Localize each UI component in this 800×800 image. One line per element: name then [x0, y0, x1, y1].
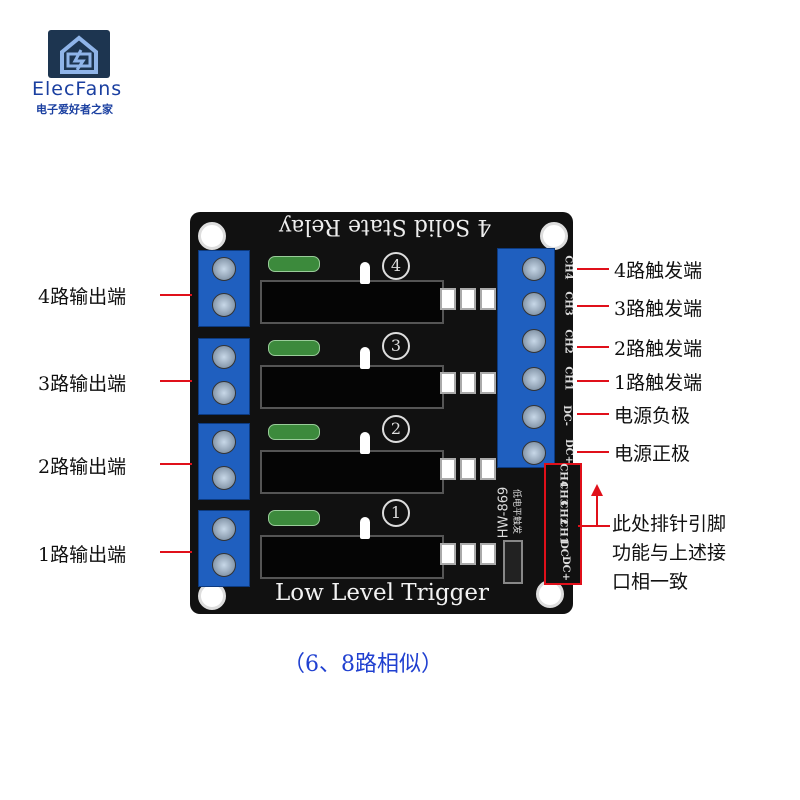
- header-note: 口相一致: [612, 571, 689, 593]
- varistor: [268, 510, 320, 526]
- input-terminal-block: [497, 248, 555, 468]
- led: [360, 347, 370, 369]
- input-label: 电源负极: [614, 405, 691, 427]
- channel-number: 2: [382, 415, 410, 443]
- input-label: 电源正极: [614, 443, 691, 465]
- channel-number: 1: [382, 499, 410, 527]
- led: [360, 517, 370, 539]
- input-label: 4路触发端: [614, 260, 703, 282]
- output-label-2: 2路输出端: [38, 456, 127, 478]
- model-sublabel: 低电平触发: [511, 488, 522, 535]
- pin-label: DC-: [560, 405, 572, 426]
- header-note: 功能与上述接: [612, 542, 727, 564]
- varistor: [268, 424, 320, 440]
- ssr-relay-1: [260, 535, 444, 579]
- model-label: HW-869: [496, 486, 512, 539]
- logo-name: ElecFans: [32, 78, 123, 100]
- pin-header-highlight: [544, 463, 582, 585]
- ssr-relay-2: [260, 450, 444, 494]
- varistor: [268, 340, 320, 356]
- ssr-relay-4: [260, 280, 444, 324]
- transistor: [503, 540, 523, 584]
- logo-subtitle: 电子爱好者之家: [36, 103, 113, 116]
- mount-hole: [198, 222, 226, 250]
- mount-hole: [540, 222, 568, 250]
- channel-number: 3: [382, 332, 410, 360]
- board-bottom-text: Low Level Trigger: [274, 580, 490, 606]
- input-label: 2路触发端: [614, 338, 703, 360]
- pin-label: CH2: [562, 329, 574, 354]
- output-label-4: 4路输出端: [38, 286, 127, 308]
- board-title: 4 Solid State Relay: [278, 214, 492, 239]
- arrow-up-icon: [578, 484, 610, 527]
- varistor: [268, 256, 320, 272]
- header-note: 此处排针引脚: [612, 513, 727, 535]
- ssr-relay-3: [260, 365, 444, 409]
- output-label-1: 1路输出端: [38, 544, 127, 566]
- elecfans-logo-icon: [48, 30, 110, 78]
- led: [360, 262, 370, 284]
- header-pin-label: DC+: [560, 555, 572, 582]
- input-label: 3路触发端: [614, 298, 703, 320]
- pin-label: CH3: [562, 291, 574, 316]
- output-label-3: 3路输出端: [38, 373, 127, 395]
- input-label: 1路触发端: [614, 372, 703, 394]
- channel-number: 4: [382, 252, 410, 280]
- led: [360, 432, 370, 454]
- pin-label: CH4: [562, 255, 574, 280]
- pin-label: CH1: [562, 366, 574, 391]
- pin-label: DC+: [563, 438, 575, 465]
- caption: （6、8路相似）: [283, 652, 443, 677]
